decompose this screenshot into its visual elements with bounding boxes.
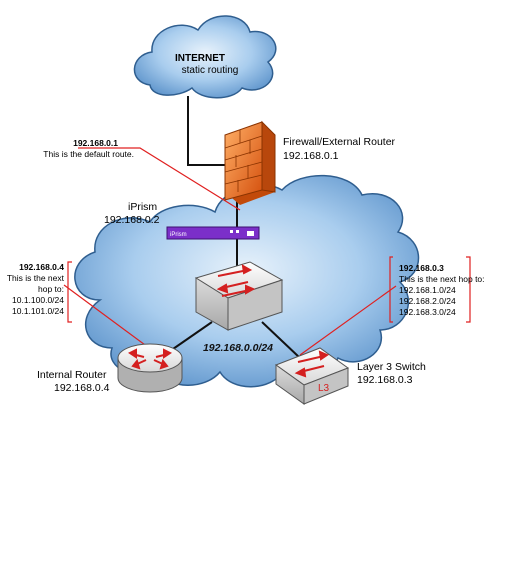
callout-switch-ip: 192.168.0.3 xyxy=(399,263,444,273)
firewall-name: Firewall/External Router xyxy=(283,136,396,148)
callout-router-line: hop to: xyxy=(38,284,64,294)
internet-subtitle: static routing xyxy=(182,65,239,76)
callout-default-route-ip: 192.168.0.1 xyxy=(73,138,118,148)
subnet-label: 192.168.0.0/24 xyxy=(203,342,273,354)
firewall-ip: 192.168.0.1 xyxy=(283,150,339,162)
callout-line-switch xyxy=(299,285,397,356)
callout-default-route-text: This is the default route. xyxy=(43,149,134,159)
callout-router-ip: 192.168.0.4 xyxy=(19,262,64,272)
internet-cloud-icon xyxy=(133,15,277,99)
firewall-icon xyxy=(224,120,276,205)
callout-line-default-route xyxy=(78,147,241,211)
link-switch-l3 xyxy=(261,321,301,359)
iprism-device-icon xyxy=(166,226,260,240)
internet-title: INTERNET xyxy=(175,53,225,64)
bracket-switch xyxy=(389,256,393,323)
internal-router-name: Internal Router xyxy=(37,369,107,381)
callout-router-line: This is the next xyxy=(7,273,65,283)
callout-switch-line: This is the next hop to: xyxy=(399,274,485,284)
bracket-router xyxy=(67,261,72,323)
callout-switch-line: 192.168.2.0/24 xyxy=(399,296,456,306)
layer3-switch-icon xyxy=(274,347,350,405)
layer3-switch-name: Layer 3 Switch xyxy=(357,361,426,373)
callout-router-line: 10.1.101.0/24 xyxy=(12,306,64,316)
callout-switch-line: 192.168.3.0/24 xyxy=(399,307,456,317)
layer3-badge: L3 xyxy=(318,383,330,394)
internal-router-icon xyxy=(117,343,183,393)
iprism-device-label: iPrism xyxy=(170,232,187,238)
layer3-switch-ip: 192.168.0.3 xyxy=(357,374,413,386)
callout-switch-line: 192.168.1.0/24 xyxy=(399,285,456,295)
callout-router-line: 10.1.100.0/24 xyxy=(12,295,64,305)
iprism-ip: 192.168.0.2 xyxy=(104,214,160,226)
iprism-name: iPrism xyxy=(128,201,157,213)
link-internet-firewall xyxy=(187,96,225,166)
callout-brackets xyxy=(67,256,471,323)
internal-router-ip: 192.168.0.4 xyxy=(54,382,110,394)
bracket-switch-right xyxy=(466,256,471,323)
core-switch-icon xyxy=(194,261,284,331)
